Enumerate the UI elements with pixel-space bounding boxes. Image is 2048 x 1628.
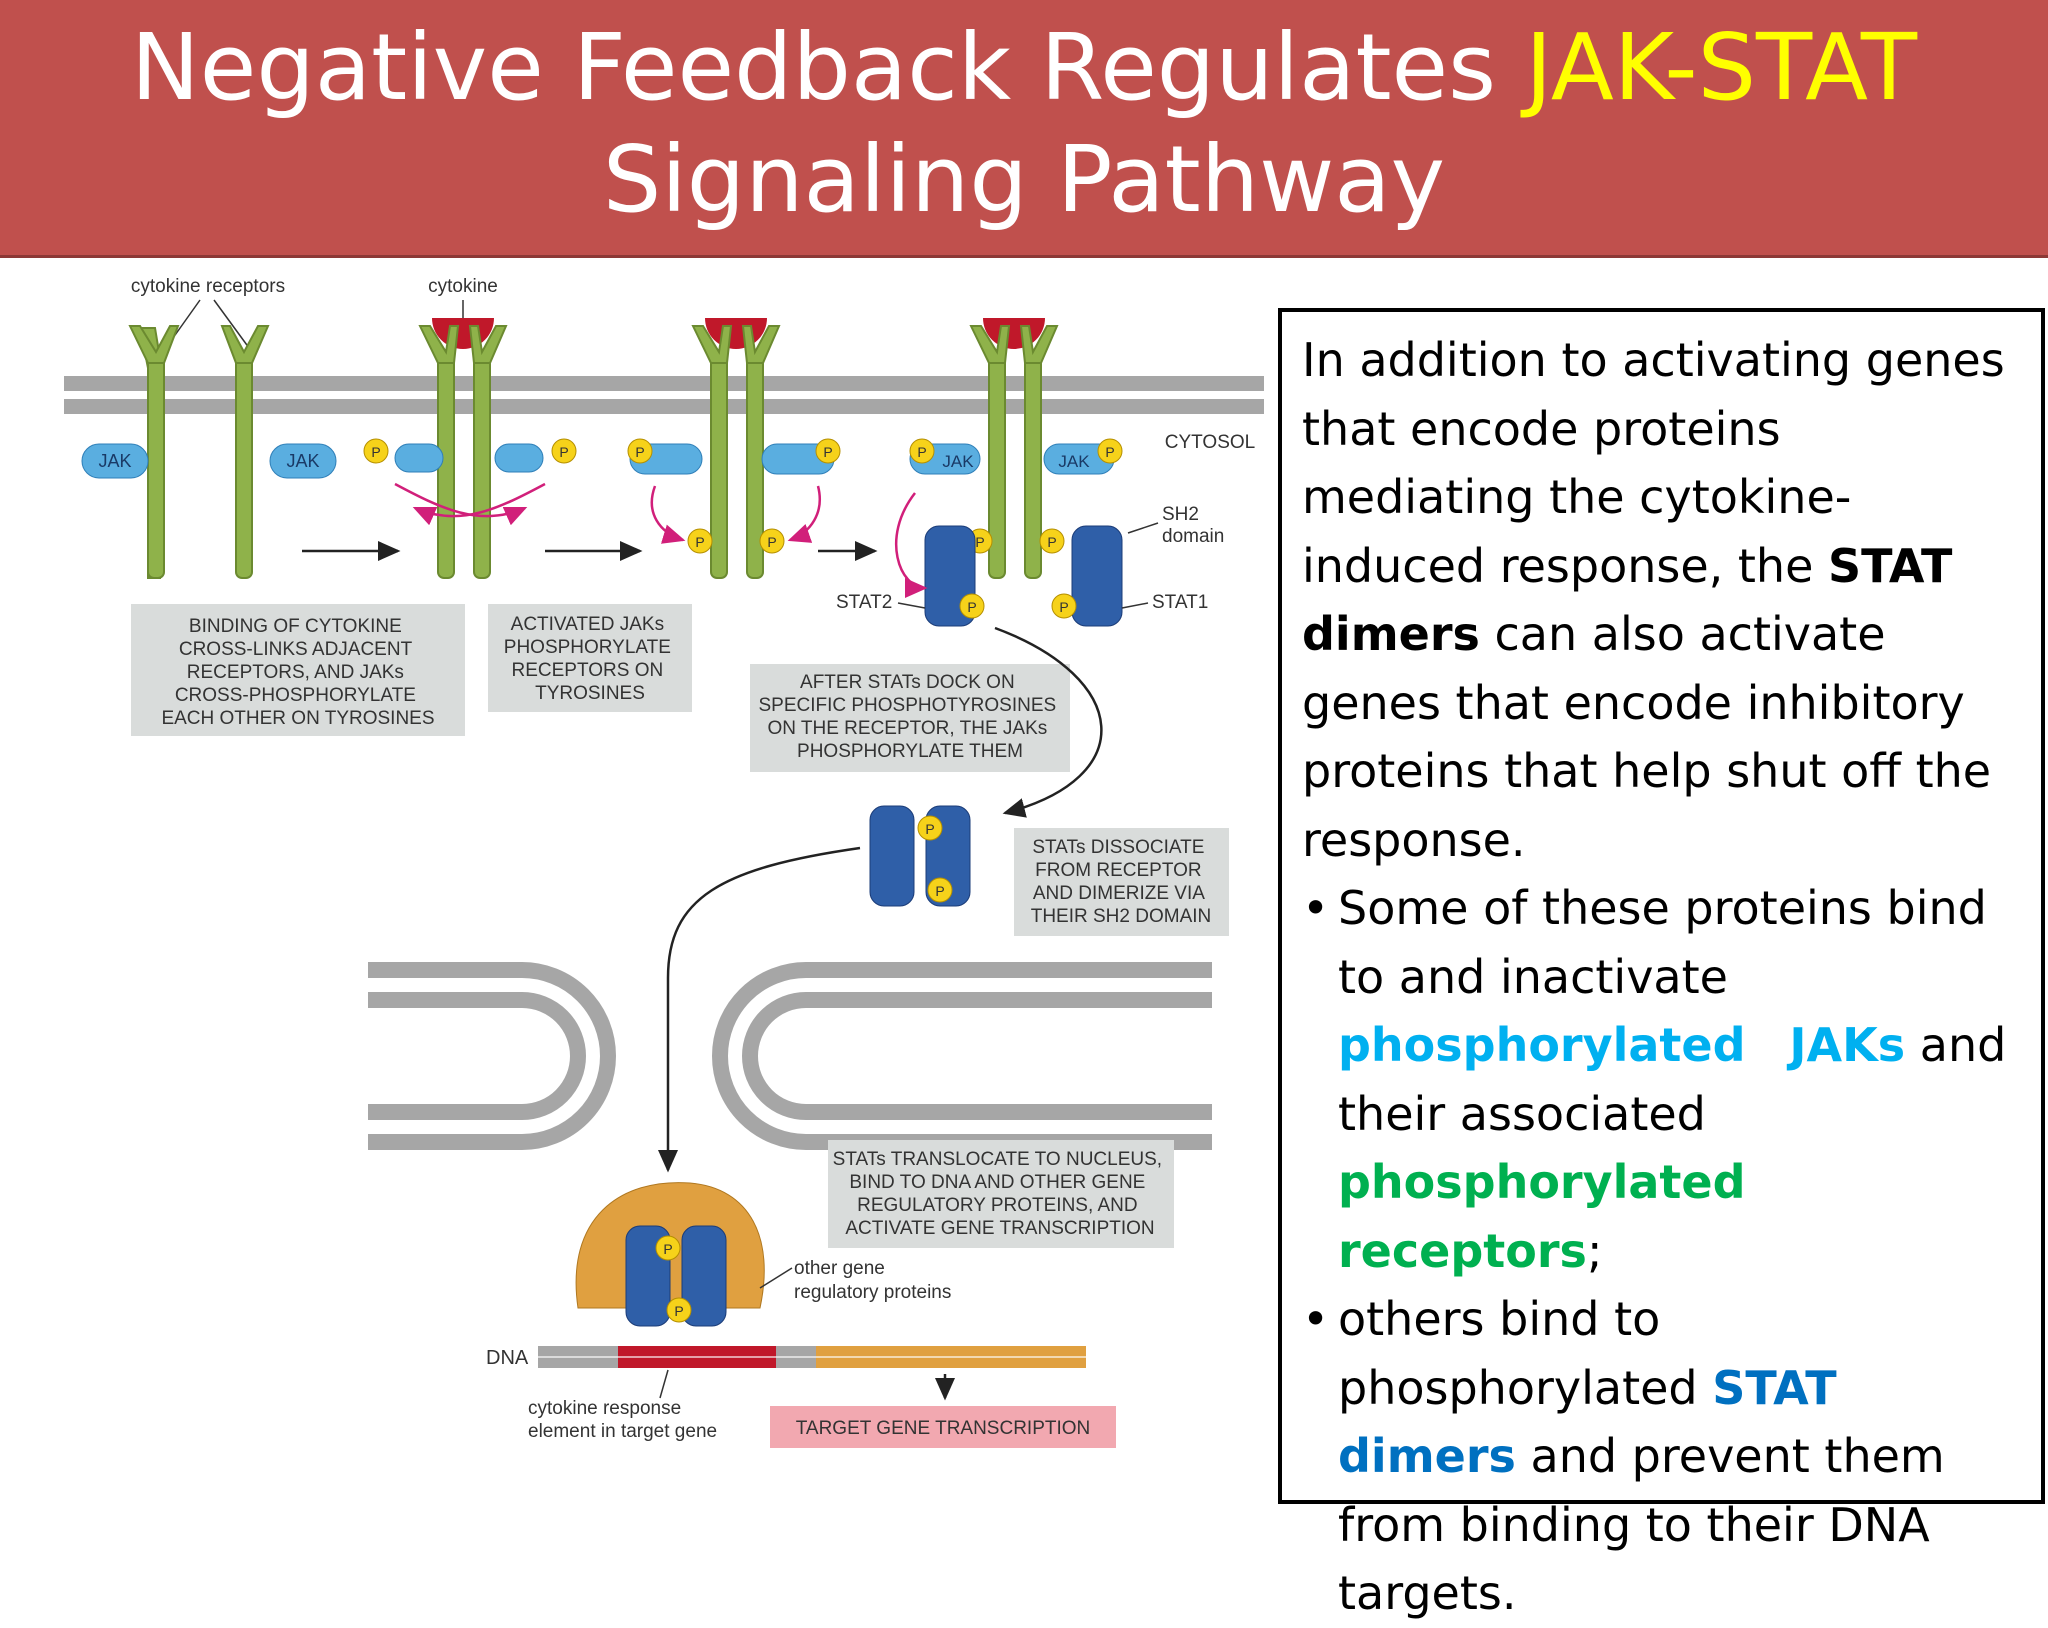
nuclear-envelope: [368, 962, 1212, 1150]
svg-text:P: P: [925, 821, 934, 837]
cre-label-2: element in target gene: [528, 1421, 717, 1442]
dna-label: DNA: [486, 1347, 529, 1369]
stat-dimer: P P: [869, 805, 971, 907]
svg-text:P: P: [635, 444, 644, 460]
svg-text:P: P: [695, 534, 704, 550]
title-line-2: Signaling Pathway: [602, 126, 1446, 233]
cytosol-label: CYTOSOL: [1165, 432, 1255, 453]
cytokine-label: cytokine: [428, 276, 498, 297]
svg-text:P: P: [917, 444, 926, 460]
sh2-label-2: domain: [1162, 526, 1224, 547]
svg-text:P: P: [663, 1241, 672, 1257]
bullet-marker: •: [1302, 881, 1330, 935]
jak-1: JAK JAK: [81, 443, 337, 479]
svg-text:BINDING OF CYTOKINE CROS: BINDING OF CYTOKINE CROSS-LINKS ADJACENT…: [161, 616, 434, 729]
bullet-item-1: •Some of these proteins bind to and inac…: [1302, 874, 2023, 1285]
intro-paragraph: In addition to activating genes that enc…: [1302, 333, 2005, 867]
svg-text:P: P: [767, 534, 776, 550]
stat1-label: STAT1: [1152, 592, 1208, 613]
jak-stat-diagram: cytokine receptors cytokine CYTOSOL JAK …: [0, 258, 1270, 1508]
membrane-inner: [64, 399, 1264, 414]
cytokine-receptors-label: cytokine receptors: [131, 276, 285, 297]
other-gene-label-2: regulatory proteins: [794, 1282, 951, 1303]
svg-text:P: P: [371, 444, 380, 460]
receptor-pair-1: [128, 325, 270, 579]
svg-text:P: P: [967, 599, 976, 615]
other-gene-label-1: other gene: [794, 1258, 885, 1279]
title-line-1: Negative Feedback Regulates JAK-STAT: [0, 12, 2048, 124]
bullet-marker: •: [1302, 1292, 1330, 1346]
bullet-list: •Some of these proteins bind to and inac…: [1302, 874, 2023, 1628]
dna-strand: [538, 1346, 1086, 1368]
svg-text:STATs DISSOCIATE FROM RE: STATs DISSOCIATE FROM RECEPTOR AND DIMER…: [1031, 837, 1212, 927]
cre-label-1: cytokine response: [528, 1398, 681, 1419]
membrane-outer: [64, 376, 1264, 391]
step-5-box: STATs TRANSLOCATE TO NUCLEUS, BIND TO DN…: [828, 1140, 1174, 1248]
title-highlight: JAK-STAT: [1525, 14, 1918, 121]
svg-text:P: P: [975, 534, 984, 550]
svg-text:P: P: [1059, 599, 1068, 615]
dna-bound-complex: P P: [575, 1182, 765, 1327]
title-banner: Negative Feedback Regulates JAK-STAT Sig…: [0, 0, 2048, 258]
target-gene-box: TARGET GENE TRANSCRIPTION: [770, 1406, 1116, 1448]
svg-text:P: P: [1105, 444, 1114, 460]
bullet-item-2: •others bind to phosphorylated STAT dime…: [1302, 1285, 2023, 1628]
explanation-textbox: In addition to activating genes that enc…: [1278, 308, 2045, 1620]
receptor-pair-2: P P: [363, 318, 577, 579]
svg-text:AFTER STATs DOCK ON SPEC: AFTER STATs DOCK ON SPECIFIC PHOSPHOTYRO…: [758, 672, 1061, 762]
svg-text:ACTIVATED JAKs PHOSPHORY: ACTIVATED JAKs PHOSPHORYLATE RECEPTORS O…: [504, 614, 676, 704]
svg-text:P: P: [674, 1303, 683, 1319]
sh2-label-1: SH2: [1162, 504, 1199, 525]
dissociate-arrow: [994, 626, 1103, 818]
svg-text:P: P: [1047, 534, 1056, 550]
svg-text:P: P: [823, 444, 832, 460]
svg-text:JAK: JAK: [942, 452, 974, 471]
svg-text:TARGET GENE TRANSCRIPTION: TARGET GENE TRANSCRIPTION: [796, 1418, 1091, 1439]
receptor-pair-4: JAK P JAK P P P P P: [895, 318, 1123, 627]
step-4-box: STATs DISSOCIATE FROM RECEPTOR AND DIMER…: [1014, 828, 1229, 936]
translocate-arrow: [658, 846, 861, 1173]
stat1-shape: [1071, 525, 1123, 627]
svg-text:P: P: [935, 883, 944, 899]
step-1-box: BINDING OF CYTOKINE CROSS-LINKS ADJACENT…: [131, 604, 465, 736]
svg-text:STATs TRANSLOCATE TO NUCLEUS,: STATs TRANSLOCATE TO NUCLEUS, BIND TO DN…: [833, 1149, 1168, 1239]
svg-text:JAK: JAK: [286, 451, 319, 471]
svg-text:JAK: JAK: [98, 451, 131, 471]
step-3-box: AFTER STATs DOCK ON SPECIFIC PHOSPHOTYRO…: [750, 664, 1070, 772]
title-text: Negative Feedback Regulates: [130, 14, 1526, 121]
receptor-pair-3: P P P P: [627, 318, 841, 579]
svg-text:JAK: JAK: [1058, 452, 1090, 471]
stat2-label: STAT2: [836, 592, 892, 613]
step-2-box: ACTIVATED JAKs PHOSPHORYLATE RECEPTORS O…: [488, 604, 692, 712]
svg-text:P: P: [559, 444, 568, 460]
